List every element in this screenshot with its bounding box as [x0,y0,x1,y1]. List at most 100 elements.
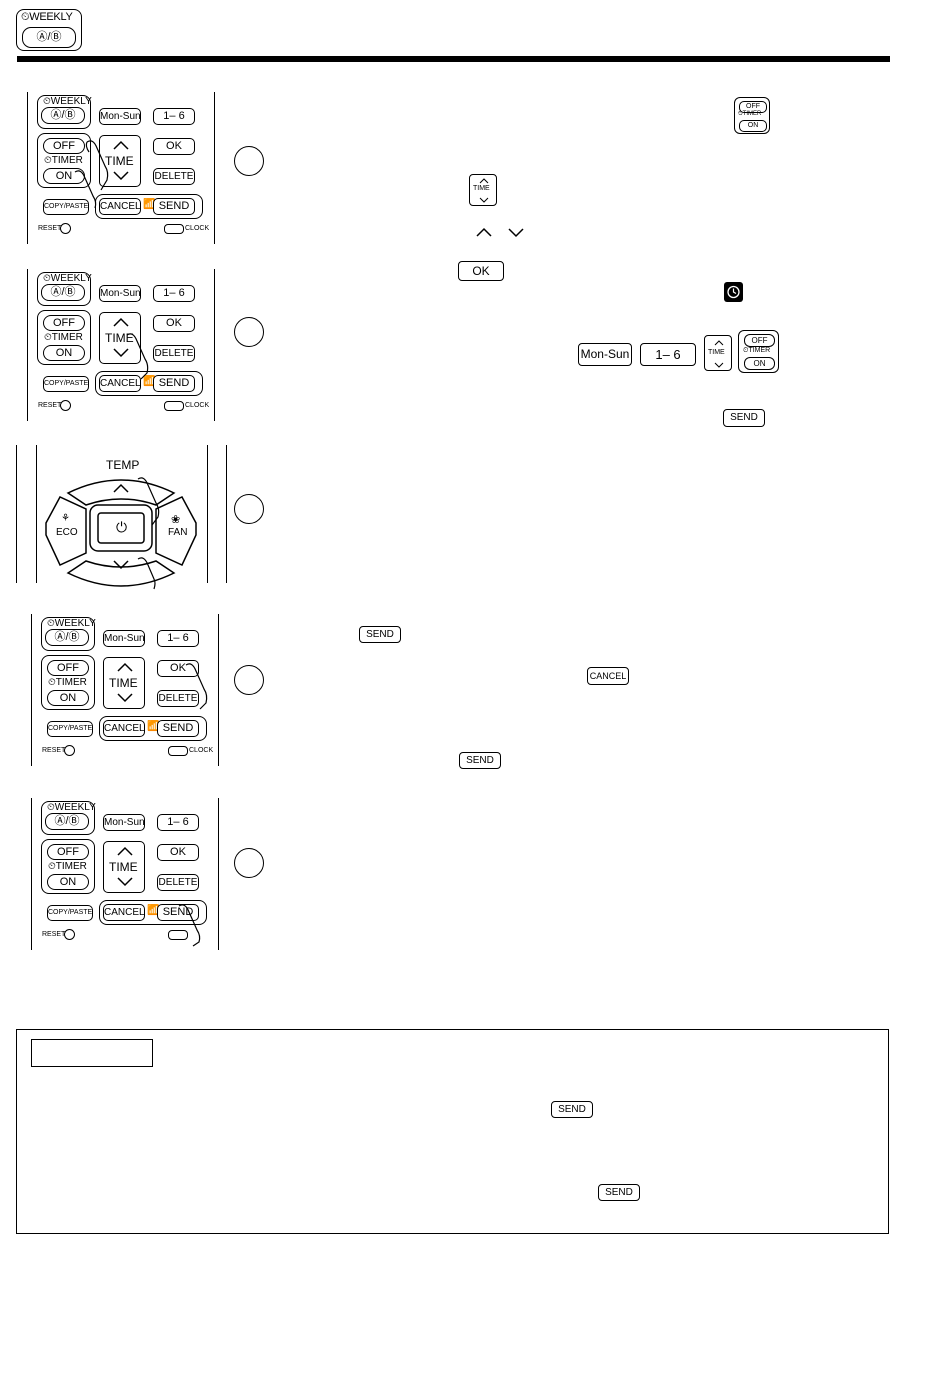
send-button[interactable]: SEND [157,720,199,737]
copy-paste-button[interactable]: COPY/PASTE [43,199,89,215]
on-button[interactable]: ON [43,345,85,361]
time-key-arrows-icon [479,178,489,203]
timer-label: ⏲TIMER [44,155,83,166]
reset-label: RESET [42,931,66,938]
mon-sun-button[interactable]: Mon-Sun [99,285,141,302]
weekly-group [41,801,95,835]
one-six-key-icon: 1– 6 [640,343,696,366]
step-circle-5 [234,848,264,878]
hand-pointer-icon [137,477,160,526]
copy-paste-button[interactable]: COPY/PASTE [47,905,93,921]
off-button[interactable]: OFF [47,844,89,860]
time-arrows-icon [117,662,133,703]
remote-panel-1: ⏲WEEKLY Ⓐ/Ⓑ Mon-Sun 1– 6 OFF ⏲TIMER ON T… [13,92,227,244]
time-label: TIME [105,154,134,168]
ok-key-icon: OK [458,261,504,281]
weekly-label: ⏲WEEKLY [47,802,96,813]
ab-label: Ⓐ/Ⓑ [22,27,76,48]
remote-frame-inner [36,445,208,583]
ab-button[interactable]: Ⓐ/Ⓑ [45,629,89,646]
hand-pointer-icon [126,333,149,380]
remote-frame [31,614,219,766]
timer-key-label: ⏲TIMER [738,111,762,117]
fan-icon: ❀ [171,514,181,526]
signal-icon: 📶 [143,199,156,210]
timer-label: ⏲TIMER [48,861,87,872]
on-button[interactable]: ON [47,690,89,706]
off-key-label: OFF [739,101,767,113]
cancel-button[interactable]: CANCEL [99,198,141,215]
temp-label: TEMP [106,458,140,472]
time-arrows-icon [113,317,129,358]
fan-label: FAN [168,527,188,538]
reset-button[interactable] [64,929,75,940]
timer-key-label: ⏲TIMER [743,347,771,354]
copy-paste-button[interactable]: COPY/PASTE [47,721,93,737]
reset-label: RESET [38,402,62,409]
clock-button[interactable] [168,930,188,940]
time-label: TIME [109,860,138,874]
one-six-button[interactable]: 1– 6 [157,814,199,831]
ok-button[interactable]: OK [157,844,199,861]
timer-group [41,839,95,894]
off-button[interactable]: OFF [43,138,85,154]
one-six-button[interactable]: 1– 6 [157,630,199,647]
cancel-button[interactable]: CANCEL [103,720,145,737]
send-button[interactable]: SEND [157,904,199,921]
signal-icon: 📶 [147,905,160,916]
one-six-button[interactable]: 1– 6 [153,108,195,125]
mon-sun-button[interactable]: Mon-Sun [103,814,145,831]
send-button[interactable]: SEND [153,198,195,215]
step-circle-1 [234,146,264,176]
remote-frame [31,798,219,950]
hand-pointer-icon [185,663,208,710]
ok-button[interactable]: OK [153,138,195,155]
weekly-ab-badge: ⏲WEEKLY Ⓐ/Ⓑ [16,9,82,51]
temp-dpad[interactable] [45,473,197,587]
clock-button[interactable] [168,746,188,756]
cancel-key-icon: CANCEL [587,667,629,685]
time-arrows-icon [117,846,133,887]
send-button[interactable]: SEND [153,375,195,392]
delete-button[interactable]: DELETE [153,168,195,185]
weekly-label: ⏲WEEKLY [47,618,96,629]
off-button[interactable]: OFF [43,315,85,331]
time-button[interactable]: TIME [103,841,145,893]
delete-button[interactable]: DELETE [157,690,199,707]
one-six-button[interactable]: 1– 6 [153,285,195,302]
delete-button[interactable]: DELETE [157,874,199,891]
clock-button[interactable] [164,401,184,411]
time-button[interactable]: TIME [103,657,145,709]
on-button[interactable]: ON [43,168,85,184]
delete-button[interactable]: DELETE [153,345,195,362]
ok-button[interactable]: OK [153,315,195,332]
on-button[interactable]: ON [47,874,89,890]
ab-button[interactable]: Ⓐ/Ⓑ [41,107,85,124]
weekly-label: ⏲WEEKLY [43,273,92,284]
mon-sun-button[interactable]: Mon-Sun [99,108,141,125]
ab-button[interactable]: Ⓐ/Ⓑ [45,813,89,830]
mon-sun-button[interactable]: Mon-Sun [103,630,145,647]
send-key-icon: SEND [551,1101,593,1118]
leaf-icon: ⚘ [61,513,70,524]
off-button[interactable]: OFF [47,660,89,676]
time-button[interactable]: TIME [99,312,141,364]
send-group [95,371,203,396]
timer-key-icon: OFF ⏲TIMER ON [738,330,779,373]
clock-button[interactable] [164,224,184,234]
time-label: TIME [105,331,134,345]
reset-button[interactable] [64,745,75,756]
reset-button[interactable] [60,400,71,411]
time-button[interactable]: TIME [99,135,141,187]
copy-paste-button[interactable]: COPY/PASTE [43,376,89,392]
cancel-button[interactable]: CANCEL [99,375,141,392]
weekly-group [41,617,95,651]
hand-pointer-icon [178,904,201,947]
cancel-button[interactable]: CANCEL [103,904,145,921]
ab-button[interactable]: Ⓐ/Ⓑ [41,284,85,301]
remote-frame [16,445,227,583]
mon-sun-key-icon: Mon-Sun [578,343,632,366]
send-key-icon: SEND [359,626,401,643]
step-circle-4 [234,665,264,695]
reset-button[interactable] [60,223,71,234]
